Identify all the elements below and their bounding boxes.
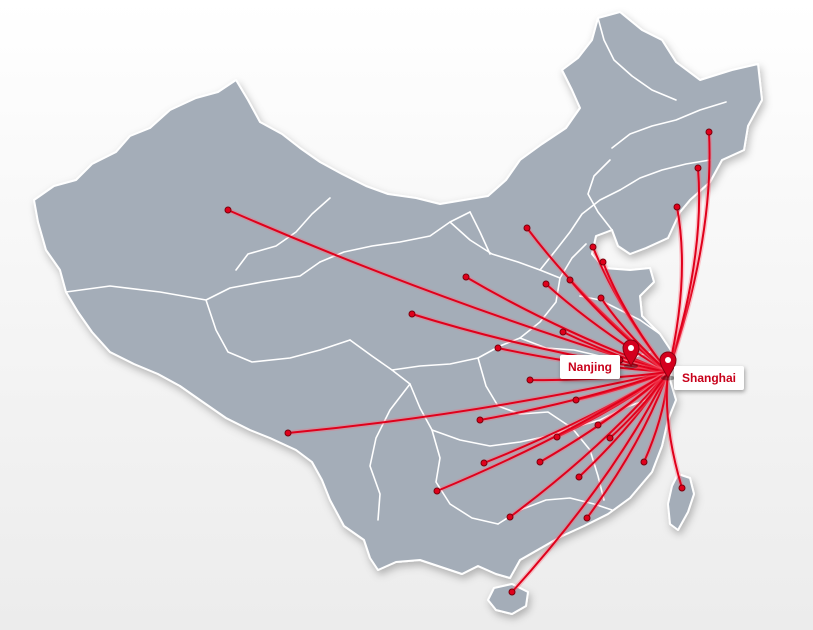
destination-dot[interactable] <box>408 310 416 318</box>
destination-dot[interactable] <box>559 328 567 336</box>
destination-dot[interactable] <box>476 416 484 424</box>
shanghai-label-text: Shanghai <box>682 371 737 385</box>
mainland-china <box>33 11 763 579</box>
land-layer <box>33 11 763 615</box>
map-pin-icon <box>622 339 640 368</box>
route-line <box>545 283 669 373</box>
destination-dot[interactable] <box>606 434 614 442</box>
route-line <box>667 206 683 373</box>
route-line <box>609 371 669 439</box>
route-line <box>465 276 669 373</box>
destination-dot[interactable] <box>597 294 605 302</box>
destination-dot[interactable] <box>526 376 534 384</box>
destination-dot[interactable] <box>433 487 441 495</box>
route-lines <box>225 129 713 595</box>
route-line <box>287 371 669 434</box>
route-line <box>665 371 683 489</box>
route-line <box>667 167 701 373</box>
destination-dot[interactable] <box>694 164 702 172</box>
pin-hole <box>628 345 634 351</box>
destination-dot[interactable] <box>508 588 516 596</box>
route-line <box>562 331 669 373</box>
destination-dot[interactable] <box>523 224 531 232</box>
route-line <box>509 371 669 518</box>
nanjing-label-text: Nanjing <box>568 360 612 374</box>
destination-dot[interactable] <box>705 128 713 136</box>
destination-dot[interactable] <box>572 396 580 404</box>
destination-dot[interactable] <box>575 473 583 481</box>
destination-dot[interactable] <box>583 514 591 522</box>
destination-dot[interactable] <box>462 273 470 281</box>
route-line <box>511 371 669 593</box>
destination-dot[interactable] <box>599 258 607 266</box>
taiwan-island <box>667 473 695 531</box>
destination-dot[interactable] <box>284 429 292 437</box>
route-line <box>227 209 669 373</box>
destination-dot[interactable] <box>566 276 574 284</box>
destination-dots <box>224 128 713 596</box>
route-line <box>602 261 669 373</box>
route-line <box>569 279 669 373</box>
province-borders <box>65 17 727 525</box>
destination-dot[interactable] <box>224 206 232 214</box>
route-line <box>539 371 669 463</box>
destination-dot[interactable] <box>678 484 686 492</box>
shanghai-label[interactable]: Shanghai <box>674 366 745 390</box>
route-line <box>586 371 669 519</box>
route-line <box>411 313 669 373</box>
destination-dot[interactable] <box>506 513 514 521</box>
destination-dot[interactable] <box>553 433 561 441</box>
nanjing-label[interactable]: Nanjing <box>560 355 620 379</box>
destination-dot[interactable] <box>594 421 602 429</box>
shanghai-pin[interactable] <box>659 351 677 381</box>
destination-dot[interactable] <box>536 458 544 466</box>
destination-dot[interactable] <box>494 344 502 352</box>
route-line <box>600 297 669 373</box>
hainan-island <box>487 583 529 615</box>
destination-dot[interactable] <box>542 280 550 288</box>
nanjing-pin[interactable] <box>622 339 640 369</box>
pin-hole <box>665 357 671 363</box>
destination-dot[interactable] <box>673 203 681 211</box>
destination-dot[interactable] <box>640 458 648 466</box>
destination-dot[interactable] <box>589 243 597 251</box>
destination-dot[interactable] <box>480 459 488 467</box>
